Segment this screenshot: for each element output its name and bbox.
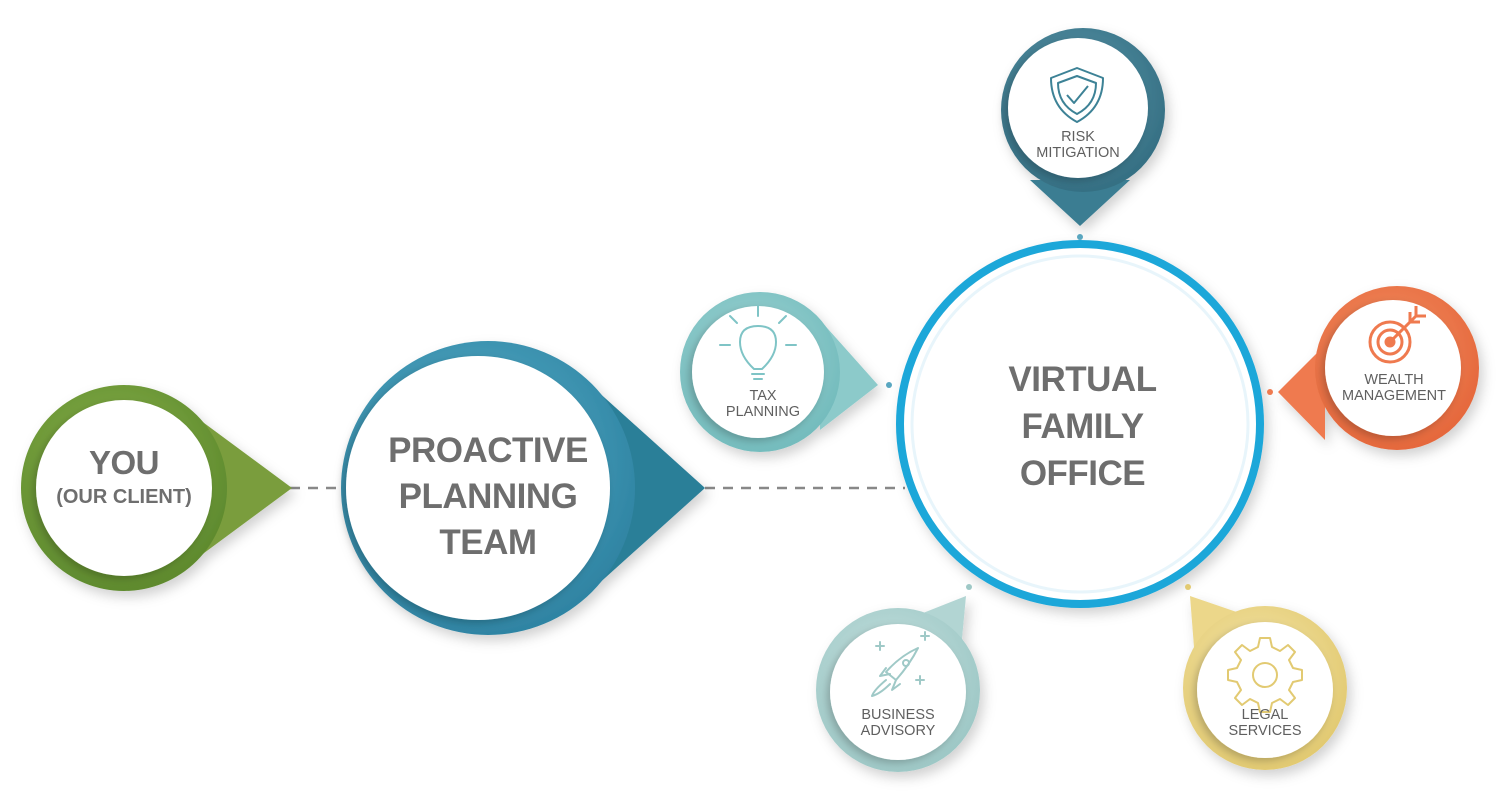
legal-services-label: LEGAL SERVICES xyxy=(1205,707,1325,739)
risk-line-2: MITIGATION xyxy=(1036,145,1120,161)
wealth-management-node[interactable] xyxy=(1278,286,1479,450)
risk-mitigation-label: RISK MITIGATION xyxy=(1018,129,1138,161)
anchor-dots xyxy=(886,234,1273,590)
risk-line-1: RISK xyxy=(1061,129,1095,145)
vfo-line-2: FAMILY xyxy=(1021,407,1144,446)
vfo-line-3: OFFICE xyxy=(1019,454,1146,493)
rocket-icon xyxy=(871,631,930,697)
tax-planning-label: TAX PLANNING xyxy=(703,388,823,420)
gear-icon xyxy=(1227,637,1303,713)
wealth-line-2: MANAGEMENT xyxy=(1342,388,1446,404)
lightbulb-icon xyxy=(719,305,797,380)
client-subtitle: (OUR CLIENT) xyxy=(56,485,192,508)
business-advisory-node[interactable] xyxy=(816,596,980,772)
tax-line-2: PLANNING xyxy=(725,404,801,420)
tax-line-1: TAX xyxy=(749,388,777,404)
business-line-1: BUSINESS xyxy=(861,707,935,723)
risk-mitigation-node[interactable] xyxy=(1001,28,1165,226)
client-title: YOU xyxy=(88,444,160,481)
virtual-family-office-node xyxy=(896,240,1264,608)
business-advisory-label: BUSINESS ADVISORY xyxy=(838,707,958,739)
legal-line-1: LEGAL xyxy=(1241,707,1289,723)
shield-check-icon xyxy=(1050,67,1104,123)
client-node xyxy=(21,385,292,591)
planning-line-1: PROACTIVE xyxy=(388,431,588,470)
wealth-management-label: WEALTH MANAGEMENT xyxy=(1333,372,1455,404)
legal-line-2: SERVICES xyxy=(1228,723,1302,739)
planning-team-label: PROACTIVE PLANNING TEAM xyxy=(358,428,618,566)
wealth-line-1: WEALTH xyxy=(1364,372,1424,388)
client-label: YOU (OUR CLIENT) xyxy=(36,444,212,508)
vfo-line-1: VIRTUAL xyxy=(1008,360,1157,399)
legal-services-node[interactable] xyxy=(1183,596,1347,770)
planning-line-3: TEAM xyxy=(439,523,537,562)
vfo-label: VIRTUAL FAMILY OFFICE xyxy=(960,356,1205,497)
target-icon xyxy=(1368,306,1426,364)
tax-planning-node[interactable] xyxy=(680,292,878,452)
planning-line-2: PLANNING xyxy=(398,477,578,516)
business-line-2: ADVISORY xyxy=(860,723,936,739)
planning-team-node xyxy=(341,341,705,635)
